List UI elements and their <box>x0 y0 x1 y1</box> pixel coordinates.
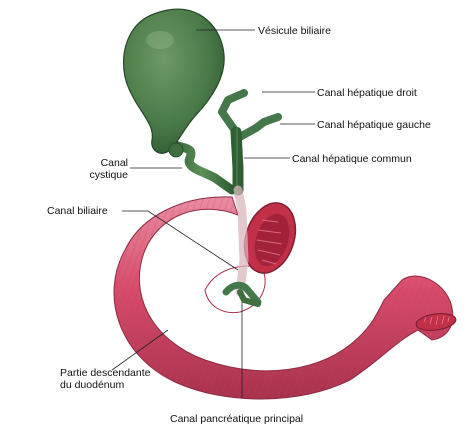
label-canal-hepatique-gauche: Canal hépatique gauche <box>317 119 431 131</box>
label-canal-pancreatique-principal: Canal pancréatique principal <box>170 413 303 425</box>
left-hepatic-duct <box>238 117 278 138</box>
label-partie-descendante-duodenum: Partie descendante du duodénum <box>60 367 150 391</box>
label-canal-cystique: Canal cystique <box>80 157 128 181</box>
label-canal-hepatique-droit: Canal hépatique droit <box>317 87 417 99</box>
common-bile-duct <box>238 190 244 292</box>
duodenum <box>114 196 457 399</box>
gallbladder <box>124 9 225 157</box>
common-hepatic-duct <box>236 132 238 190</box>
label-canal-hepatique-commun: Canal hépatique commun <box>292 153 412 165</box>
right-hepatic-duct <box>222 93 244 132</box>
label-canal-biliaire: Canal biliaire <box>47 205 108 217</box>
label-vesicule-biliaire: Vésicule biliaire <box>258 25 331 37</box>
gallbladder-body <box>124 9 225 153</box>
